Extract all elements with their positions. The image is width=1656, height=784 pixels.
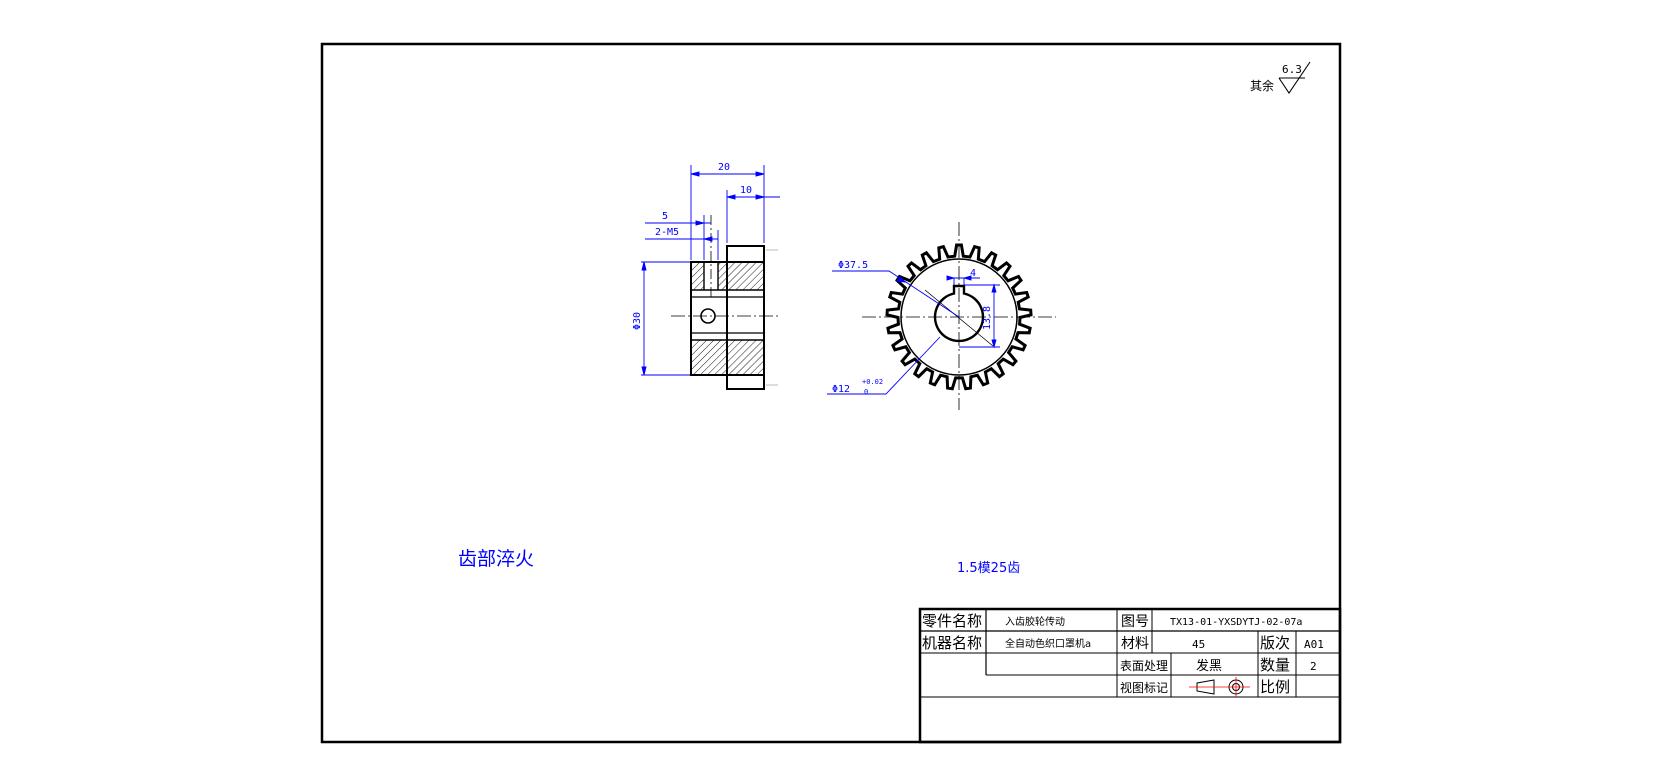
tb-machine-name: 全自动色织口罩机a	[1005, 637, 1091, 650]
tb-drawing-no: TX13-01-YXSDYTJ-02-07a	[1170, 617, 1302, 628]
note-heat-treatment: 齿部淬火	[458, 548, 534, 570]
dim-bore-tol-upper: +0.02	[862, 378, 883, 386]
dim-hub-width: 10	[740, 185, 752, 196]
dim-bore: Φ12	[832, 384, 850, 395]
gear-view-dimensions	[827, 270, 1000, 395]
tb-material-label: 材料	[1121, 636, 1149, 652]
dim-hub-diameter: Φ30	[632, 312, 643, 330]
tb-quantity: 2	[1310, 660, 1317, 673]
roughness-value: 6.3	[1282, 63, 1302, 76]
tb-material: 45	[1192, 638, 1205, 651]
dim-key-depth: 13.8	[982, 306, 993, 330]
tb-revision: A01	[1304, 638, 1324, 651]
tb-quantity-label: 数量	[1260, 656, 1290, 674]
dim-tip-diameter: Φ37.5	[838, 260, 868, 271]
bore-keyway	[933, 284, 985, 343]
tb-view-mark-label: 视图标记	[1120, 680, 1168, 695]
dim-setscrew-pos: 5	[662, 211, 668, 222]
front-view-dimensions	[641, 165, 780, 376]
gear-teeth-outline	[885, 243, 1033, 391]
tb-surface: 发黑	[1196, 658, 1222, 674]
dim-overall-width: 20	[718, 162, 730, 173]
tb-surface-label: 表面处理	[1120, 659, 1168, 673]
roughness-symbol: 其余 6.3	[1250, 61, 1311, 94]
tb-machine-name-label: 机器名称	[922, 634, 982, 652]
sheet-border	[320, 42, 1342, 744]
gear-end-view	[862, 222, 1056, 410]
dim-key-width: 4	[970, 268, 976, 279]
tb-revision-label: 版次	[1260, 634, 1290, 652]
front-section-view	[671, 215, 778, 390]
note-gear-spec: 1.5模25齿	[957, 561, 1020, 576]
roughness-prefix: 其余	[1250, 78, 1274, 93]
tb-part-name-label: 零件名称	[922, 612, 982, 630]
dim-setscrew-label: 2-M5	[655, 227, 679, 238]
tb-scale-label: 比例	[1260, 678, 1290, 696]
tb-drawing-no-label: 图号	[1121, 614, 1149, 630]
title-block	[918, 607, 1342, 744]
tb-part-name: 入齿胶轮传动	[1005, 615, 1065, 628]
dim-bore-tol-lower: 0	[864, 388, 868, 396]
